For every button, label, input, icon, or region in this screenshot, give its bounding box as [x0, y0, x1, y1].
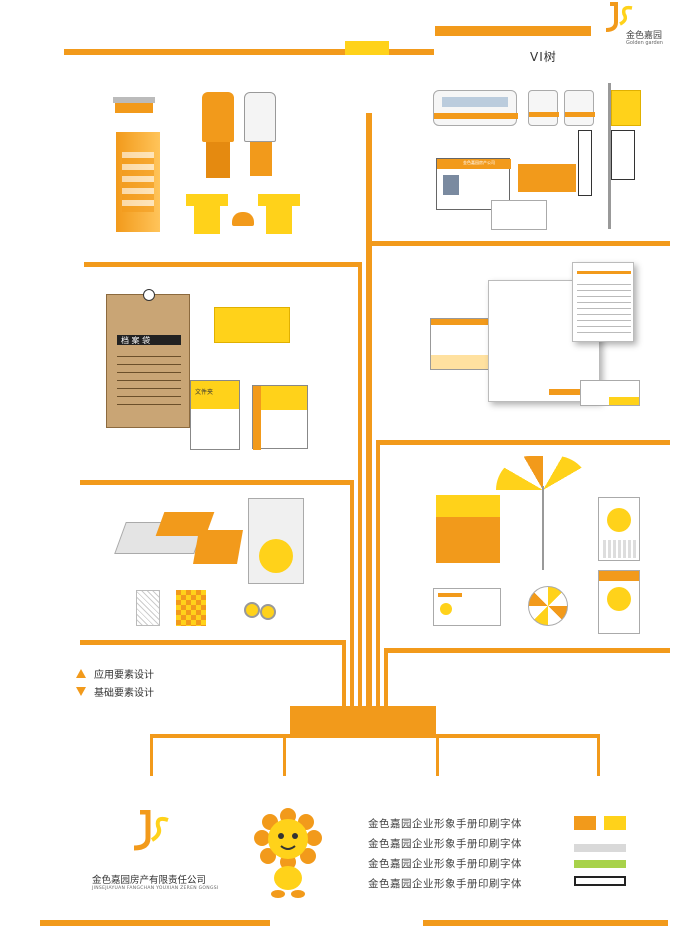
root-drop-4: [597, 734, 600, 776]
bus-side-mockup: [433, 90, 518, 126]
root-block: [290, 706, 436, 734]
vertical-banner-2-mockup: [611, 130, 635, 180]
uniform-suit-orange-mockup: [198, 92, 238, 178]
logo-mark-icon: [605, 2, 633, 32]
business-card-mockup: [491, 200, 547, 230]
pattern-swatch-checker: [176, 590, 206, 626]
archive-bag-mockup: 档 案 袋: [106, 289, 190, 428]
color-swatch-green: [574, 860, 626, 868]
shopping-bag-mockup: [248, 498, 304, 584]
color-swatch-outline: [574, 876, 626, 886]
pattern-swatch-stripes: [136, 590, 160, 626]
header-logo: [600, 2, 634, 34]
umbrella-top-view-mockup: [528, 586, 568, 626]
hanging-sign-mockup: [113, 97, 155, 115]
flag-banner-mockup: [611, 90, 641, 126]
sunflower-mascot-icon: [254, 808, 322, 898]
color-swatch-orange: [574, 816, 596, 830]
font-specimen-4: 金色嘉园企业形象手册印刷字体: [368, 878, 522, 890]
legend-label-application: 应用要素设计: [94, 670, 154, 681]
branch-right-3: [384, 648, 670, 653]
business-card-orange-mockup: [518, 164, 576, 192]
triangle-down-icon: [76, 687, 86, 696]
branch-left-2: [80, 480, 354, 485]
tree-trunk-line-l2: [350, 480, 354, 706]
tree-trunk-line-2: [376, 440, 380, 706]
folder-1-label: 文件夹: [195, 389, 214, 396]
triangle-up-icon: [76, 669, 86, 678]
tree-trunk-line-3: [384, 648, 388, 706]
envelope-postal-mockup: [433, 588, 501, 626]
font-specimen-2: 金色嘉园企业形象手册印刷字体: [368, 838, 522, 850]
envelope-slim-mockup: [214, 307, 290, 343]
tshirt-left-mockup: [186, 194, 228, 234]
mascot-illustration: [248, 806, 328, 898]
company-logo-icon: [133, 809, 169, 851]
font-specimen-3: 金色嘉园企业形象手册印刷字体: [368, 858, 522, 870]
umbrella-mockup: [496, 456, 590, 572]
legend-item-application: 应用要素设计: [76, 666, 154, 681]
company-name-cn: 金色嘉园房产有限责任公司: [92, 875, 207, 886]
vertical-banner-mockup: [578, 130, 592, 196]
gift-box-closed-mockup: [193, 530, 243, 564]
bus-front-mockup: [528, 90, 559, 126]
poster-orange-mockup: [436, 495, 500, 563]
font-specimen-1: 金色嘉园企业形象手册印刷字体: [368, 818, 522, 830]
folder-2-mockup: [252, 385, 308, 450]
color-swatch-yellow: [604, 816, 626, 830]
branch-right-1: [372, 241, 670, 246]
color-swatch-gray: [574, 844, 626, 852]
root-drop-1: [150, 734, 153, 776]
tree-trunk-line-l1: [358, 262, 362, 706]
keychain-mockup: [244, 596, 278, 624]
id-card-text: 金色嘉园房产公司: [463, 160, 495, 165]
root-drop-2: [283, 734, 286, 776]
flag-pole-mockup: [608, 83, 611, 229]
envelope-long-mockup: [580, 380, 640, 406]
branch-right-2: [376, 440, 670, 445]
tree-trunk: [366, 113, 372, 706]
tree-trunk-line-l3: [342, 640, 346, 706]
brand-name-en: Golden garden: [626, 40, 663, 46]
company-logo: [126, 809, 170, 854]
archive-bag-label: 档 案 袋: [121, 336, 151, 345]
calendar-1-mockup: [598, 497, 640, 561]
cap-mockup: [232, 212, 254, 226]
bottom-bar-right: [423, 920, 668, 926]
legend-label-basic: 基础要素设计: [94, 688, 154, 699]
root-line: [150, 734, 600, 738]
note-paper-mockup: [572, 262, 634, 342]
root-drop-3: [436, 734, 439, 776]
directory-signboard-mockup: [116, 132, 160, 232]
calendar-2-mockup: [598, 570, 640, 634]
branch-left-3: [80, 640, 346, 645]
tshirt-right-mockup: [258, 194, 300, 234]
folder-1-mockup: 文件夹: [190, 380, 240, 450]
company-name-en: JINSEJIAYUAN FANGCHAN YOUXIAN ZEREN GONG…: [92, 886, 219, 891]
envelope-mockup: [430, 318, 498, 370]
top-bar-highlight: [345, 41, 389, 55]
top-right-bar: [435, 26, 591, 36]
bottom-bar-left: [40, 920, 270, 926]
page-title: VI树: [530, 50, 557, 64]
legend-item-basic: 基础要素设计: [76, 684, 154, 699]
branch-left-1: [84, 262, 362, 267]
brand-name-cn: 金色嘉园: [626, 31, 663, 41]
uniform-suit-white-mockup: [240, 92, 280, 178]
top-bar: [64, 49, 434, 55]
bus-rear-mockup: [564, 90, 595, 126]
